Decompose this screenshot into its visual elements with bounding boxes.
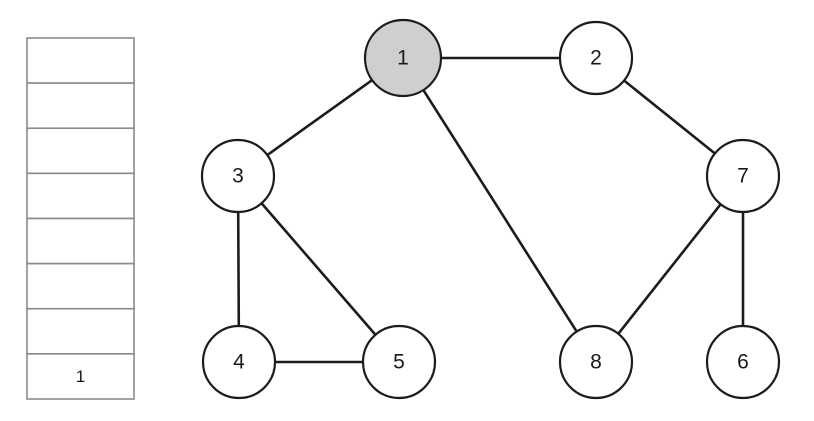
graph-nodes-layer: 1 2 3 7 4 5 8 6: [200, 18, 781, 400]
stack-cell[interactable]: [26, 353, 135, 400]
stack-cell[interactable]: [26, 127, 135, 175]
graph-node-6[interactable]: [705, 324, 781, 400]
stack-cell[interactable]: [26, 262, 135, 310]
stack-cell[interactable]: [26, 307, 135, 355]
graph-node-label-7: 7: [737, 165, 749, 188]
stack-cell[interactable]: [26, 82, 135, 130]
graph-node-label-2: 2: [590, 47, 602, 70]
graph-edge: [259, 201, 378, 337]
graph-node-3[interactable]: [200, 138, 276, 214]
graph-edge: [236, 209, 241, 329]
stack-cell[interactable]: [26, 37, 135, 84]
stack-cell[interactable]: [26, 217, 135, 265]
graph-node-label-6: 6: [737, 351, 749, 374]
graph-edges-layer: [236, 56, 745, 364]
stack-cell[interactable]: [26, 172, 135, 220]
graph-node-5[interactable]: [361, 324, 437, 400]
graph-node-label-5: 5: [393, 351, 405, 374]
stack-cell-value: 1: [76, 367, 85, 386]
graph-node-1[interactable]: [363, 18, 443, 98]
graph-node-label-3: 3: [232, 165, 244, 188]
graph-node-label-4: 4: [233, 351, 245, 374]
graph-edge: [616, 202, 723, 336]
graph-edge: [621, 78, 718, 156]
graph-node-4[interactable]: [201, 324, 277, 400]
graph-node-7[interactable]: [705, 138, 781, 214]
graph-node-label-8: 8: [590, 351, 602, 374]
stack-container: 1: [26, 37, 135, 400]
graph-edge: [265, 78, 375, 157]
graph-node-8[interactable]: [558, 324, 634, 400]
graph-node-label-1: 1: [397, 47, 409, 70]
graph-edge: [421, 87, 579, 334]
graph-node-2[interactable]: [558, 20, 634, 96]
